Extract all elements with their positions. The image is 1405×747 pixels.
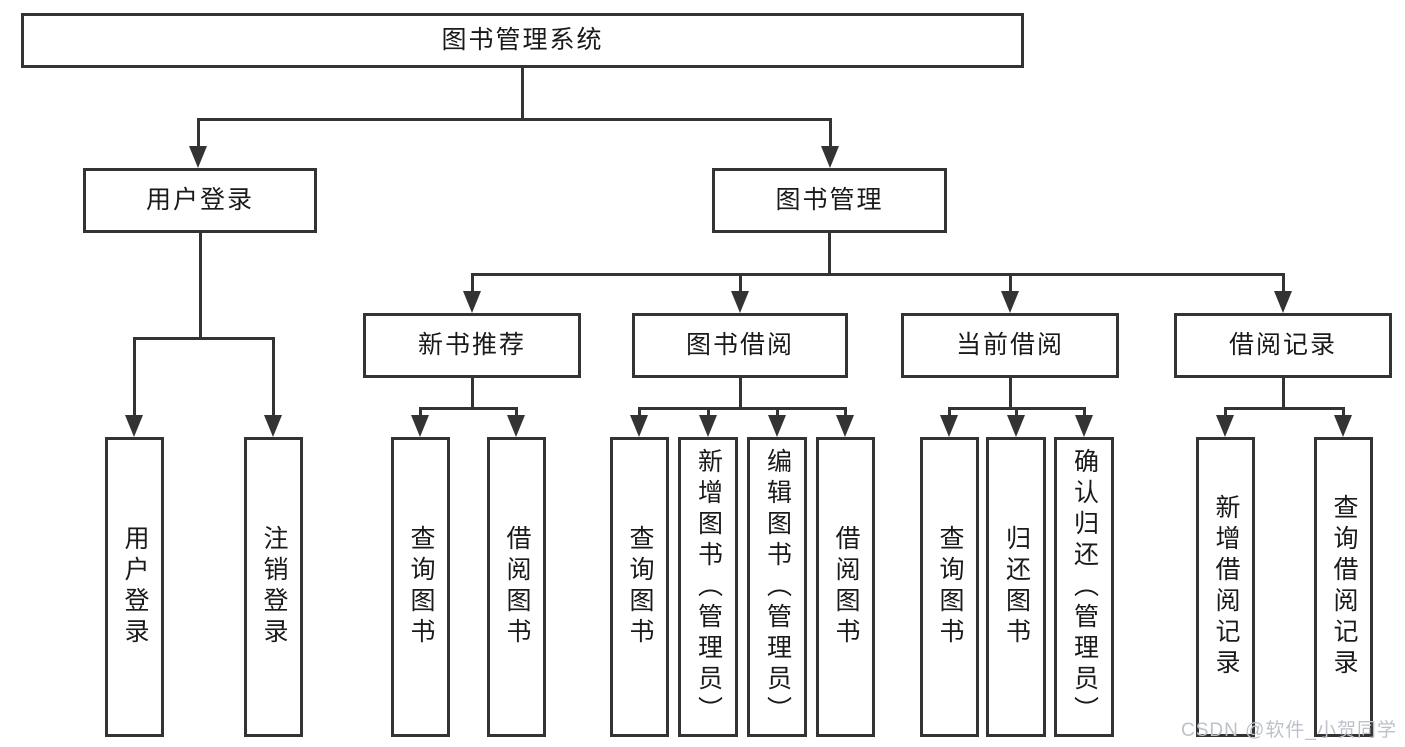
arrow-down-icon <box>836 415 854 437</box>
leaf-return-books: 归还图书 <box>986 437 1046 737</box>
connector-line <box>1008 378 1012 410</box>
connector-line <box>271 337 275 417</box>
connector-line <box>1281 378 1285 410</box>
arrow-down-icon <box>821 146 839 168</box>
arrow-down-icon <box>1216 415 1234 437</box>
connector-line <box>196 118 832 121</box>
node-borrow-records-label: 借阅记录 <box>1228 331 1337 359</box>
leaf-add-borrow-record: 新增借阅记录 <box>1196 437 1255 737</box>
node-book-borrow-label: 图书借阅 <box>685 331 794 359</box>
node-borrow-records: 借阅记录 <box>1174 313 1392 378</box>
arrow-down-icon <box>411 415 429 437</box>
leaf-edit-books-admin: 编辑图书（管理员） <box>747 437 807 737</box>
arrow-down-icon <box>1007 415 1025 437</box>
leaf-query-books-current: 查询图书 <box>920 437 979 737</box>
node-current-borrow: 当前借阅 <box>901 313 1119 378</box>
leaf-query-borrow-record: 查询借阅记录 <box>1314 437 1373 737</box>
leaf-query-borrow-record-label: 查询借阅记录 <box>1330 494 1358 680</box>
csdn-watermark: CSDN @软件_小贺同学 <box>1181 720 1397 741</box>
arrow-down-icon <box>731 291 749 313</box>
connector-line <box>1341 407 1345 417</box>
arrow-down-icon <box>264 415 282 437</box>
connector-line <box>1223 407 1227 417</box>
node-book-management-label: 图书管理 <box>775 186 884 214</box>
connector-line <box>947 407 951 417</box>
leaf-query-books-recommend: 查询图书 <box>391 437 450 737</box>
leaf-user-login-label: 用户登录 <box>121 525 149 649</box>
connector-line <box>828 118 832 148</box>
arrow-down-icon <box>1001 291 1019 313</box>
connector-line <box>418 407 518 410</box>
leaf-add-borrow-record-label: 新增借阅记录 <box>1212 494 1240 680</box>
leaf-add-books-admin: 新增图书（管理员） <box>678 437 738 737</box>
arrow-down-icon <box>189 146 207 168</box>
node-current-borrow-label: 当前借阅 <box>955 331 1064 359</box>
leaf-return-books-label: 归还图书 <box>1002 525 1031 649</box>
arrow-down-icon <box>1075 415 1093 437</box>
leaf-edit-books-admin-label: 编辑图书（管理员） <box>763 447 792 727</box>
connector-line <box>1223 407 1345 410</box>
connector-line <box>1281 273 1285 293</box>
node-system-root-label: 图书管理系统 <box>441 26 604 54</box>
arrow-down-icon <box>1274 291 1292 313</box>
leaf-borrow-books-borrow: 借阅图书 <box>816 437 875 737</box>
connector-line <box>470 378 474 410</box>
connector-line <box>198 233 202 340</box>
node-new-book-recommend-label: 新书推荐 <box>417 331 526 359</box>
arrow-down-icon <box>507 415 525 437</box>
connector-line <box>132 337 275 340</box>
connector-line <box>706 407 710 417</box>
arrow-down-icon <box>699 415 717 437</box>
connector-line <box>843 407 847 417</box>
leaf-borrow-books-recommend-label: 借阅图书 <box>503 525 531 649</box>
connector-line <box>514 407 518 417</box>
connector-line <box>775 407 779 417</box>
connector-line <box>738 378 742 410</box>
arrow-down-icon <box>630 415 648 437</box>
connector-line <box>637 407 847 410</box>
leaf-borrow-books-recommend: 借阅图书 <box>487 437 546 737</box>
leaf-confirm-return-admin-label: 确认归还（管理员） <box>1070 447 1099 727</box>
node-system-root: 图书管理系统 <box>21 13 1024 68</box>
node-user-login-label: 用户登录 <box>145 186 254 214</box>
connector-line <box>1008 273 1012 293</box>
connector-line <box>637 407 641 417</box>
connector-line <box>196 118 200 148</box>
connector-line <box>827 233 831 276</box>
arrow-down-icon <box>1334 415 1352 437</box>
arrow-down-icon <box>940 415 958 437</box>
connector-line <box>520 68 524 121</box>
connector-line <box>470 273 1285 276</box>
node-user-login: 用户登录 <box>83 168 317 233</box>
connector-line <box>1014 407 1018 417</box>
leaf-query-books-recommend-label: 查询图书 <box>407 525 435 649</box>
connector-line <box>738 273 742 293</box>
leaf-query-books-current-label: 查询图书 <box>936 525 964 649</box>
leaf-confirm-return-admin: 确认归还（管理员） <box>1054 437 1114 737</box>
leaf-logout: 注销登录 <box>244 437 303 737</box>
connector-line <box>132 337 136 417</box>
leaf-query-books-borrow-label: 查询图书 <box>626 525 654 649</box>
leaf-user-login: 用户登录 <box>105 437 164 737</box>
leaf-logout-label: 注销登录 <box>260 525 288 649</box>
node-new-book-recommend: 新书推荐 <box>363 313 581 378</box>
connector-line <box>1082 407 1086 417</box>
leaf-borrow-books-borrow-label: 借阅图书 <box>832 525 860 649</box>
node-book-borrow: 图书借阅 <box>632 313 848 378</box>
leaf-query-books-borrow: 查询图书 <box>610 437 669 737</box>
leaf-add-books-admin-label: 新增图书（管理员） <box>694 447 723 727</box>
arrow-down-icon <box>125 415 143 437</box>
node-book-management: 图书管理 <box>712 168 947 233</box>
arrow-down-icon <box>768 415 786 437</box>
connector-line <box>470 273 474 293</box>
arrow-down-icon <box>463 291 481 313</box>
connector-line <box>418 407 422 417</box>
